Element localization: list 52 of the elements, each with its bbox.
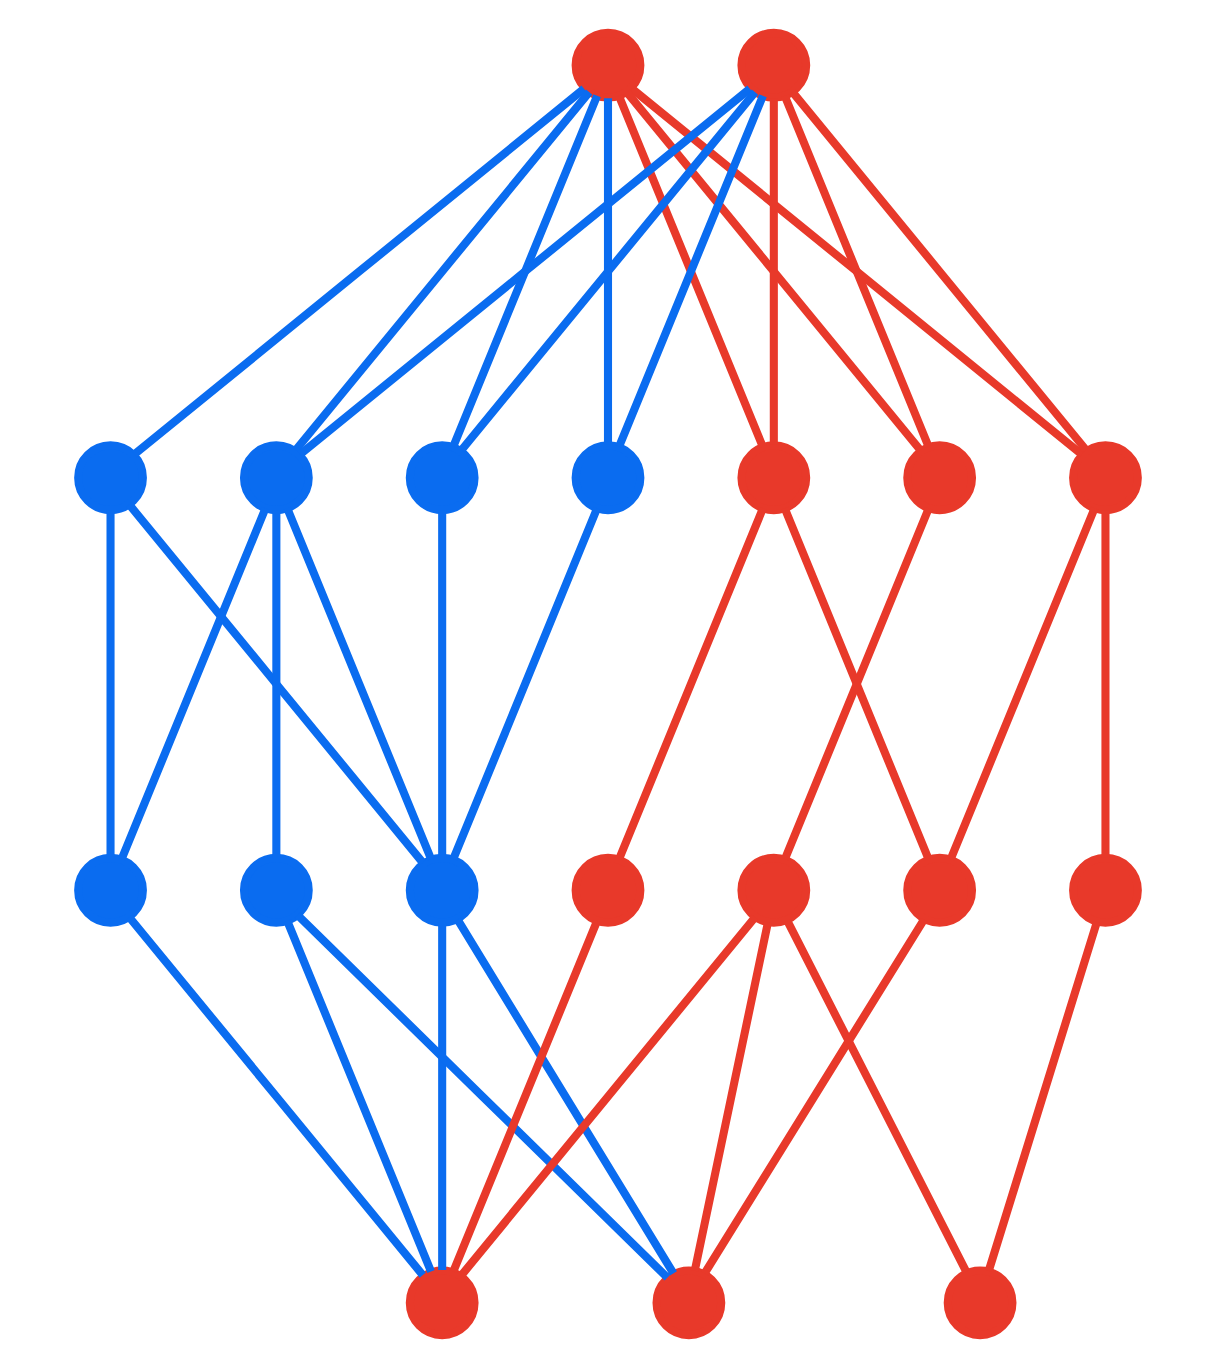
connector (602, 98, 612, 445)
node-circle (902, 853, 976, 927)
node-circle (736, 853, 810, 927)
node-circle (651, 1266, 725, 1340)
node-circle (570, 853, 644, 927)
node-circle (238, 853, 312, 927)
connector (453, 917, 676, 1276)
connector (282, 506, 434, 861)
node-circle (73, 853, 146, 927)
node-circle (942, 1266, 1016, 1340)
connector (622, 89, 923, 453)
connector (788, 89, 1089, 453)
connector (614, 94, 766, 449)
node-circle (238, 441, 312, 515)
connector (130, 85, 586, 458)
connector (628, 85, 1084, 458)
connector (614, 506, 766, 861)
connector (448, 506, 600, 861)
connector (946, 506, 1098, 861)
connector (125, 502, 425, 866)
connector (700, 917, 927, 1276)
connector (271, 510, 280, 858)
node-circle (902, 441, 976, 515)
node-circle (736, 441, 810, 515)
connector (457, 914, 758, 1278)
connector (1100, 510, 1109, 858)
connector (689, 921, 771, 1272)
node-circle (404, 1266, 478, 1340)
node-circle (404, 853, 478, 927)
connector (296, 85, 752, 458)
connector (768, 98, 777, 445)
connector (448, 919, 600, 1274)
node-circle (1068, 853, 1141, 927)
connector (983, 920, 1100, 1272)
connector (779, 94, 932, 449)
connector (105, 510, 114, 858)
node-circle (570, 441, 644, 515)
connector (448, 94, 600, 449)
connector (282, 919, 434, 1274)
node-circle (73, 441, 146, 515)
connector (437, 923, 446, 1270)
connector (782, 919, 969, 1274)
node-circle (736, 28, 810, 102)
connector (457, 89, 758, 453)
node-circle (404, 441, 478, 515)
connector (125, 914, 425, 1278)
connector (293, 912, 670, 1281)
connector (116, 506, 269, 861)
node-circle (570, 28, 644, 102)
connector (437, 510, 446, 858)
connector (291, 89, 592, 453)
node-circle (1068, 441, 1141, 515)
